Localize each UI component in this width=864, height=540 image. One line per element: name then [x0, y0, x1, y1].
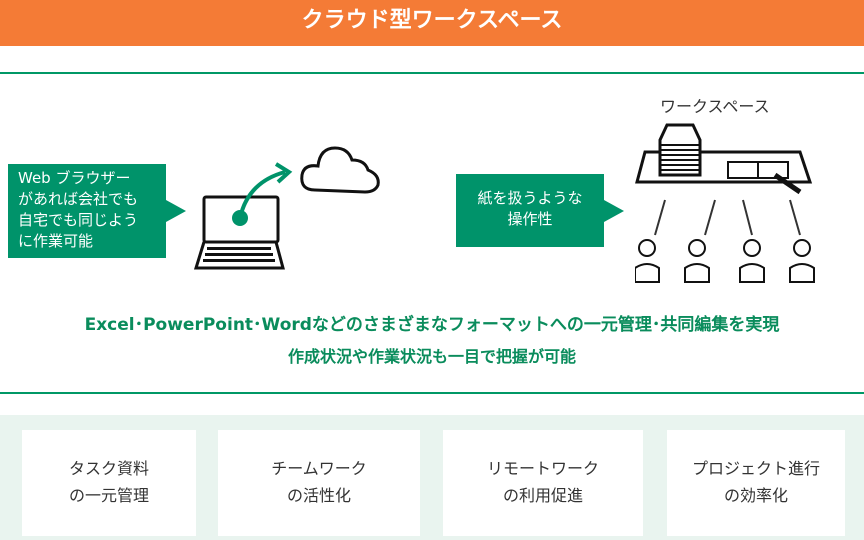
callout-line: 紙を扱うような — [477, 189, 583, 207]
divider — [0, 392, 864, 394]
pen-icon — [773, 172, 802, 195]
benefit-line: タスク資料 — [68, 459, 149, 478]
keyboard-icon — [203, 247, 275, 262]
desk-icon — [635, 150, 813, 184]
divider — [0, 72, 864, 74]
paper-like-callout: 紙を扱うような 操作性 — [456, 174, 624, 247]
benefit-line: の一元管理 — [68, 486, 149, 505]
cloud-icon — [300, 146, 380, 194]
web-browser-callout: Web ブラウザー があれば会社でも 自宅でも同じよう に作業可能 — [8, 164, 186, 258]
callout-line: 自宅でも同じよう — [18, 211, 139, 229]
benefit-line: の活性化 — [286, 486, 351, 505]
notebook-icon — [727, 161, 789, 179]
laptop-icon — [193, 195, 285, 270]
headline-1: Excel･PowerPoint･Wordなどのさまざまなフォーマットへの一元管… — [84, 315, 780, 335]
callout-line: に作業可能 — [18, 232, 94, 250]
benefit-card: リモートワークの利用促進 — [443, 430, 643, 536]
callout-line: 操作性 — [507, 210, 553, 228]
workspace-label: ワークスペース — [660, 97, 770, 116]
arrow-icons — [654, 199, 801, 236]
benefit-line: リモートワーク — [486, 459, 599, 478]
benefit-line: チームワーク — [271, 459, 367, 478]
laptop-cloud-illustration — [193, 146, 380, 270]
callout-line: があれば会社でも — [18, 190, 139, 208]
workspace-illustration — [635, 123, 815, 283]
arrow-icon — [238, 170, 286, 219]
benefit-card: タスク資料の一元管理 — [22, 430, 196, 536]
callout-line: Web ブラウザー — [18, 169, 131, 187]
document-stack-icon — [658, 123, 702, 177]
benefit-card: チームワークの活性化 — [218, 430, 420, 536]
benefit-card: プロジェクト進行の効率化 — [667, 430, 845, 536]
benefit-line: の利用促進 — [502, 486, 583, 505]
person-icons — [635, 239, 815, 283]
benefit-line: の効率化 — [723, 486, 788, 505]
page-title: クラウド型ワークスペース — [0, 0, 864, 46]
headline-2: 作成状況や作業状況も一目で把握が可能 — [287, 347, 576, 366]
benefit-line: プロジェクト進行 — [691, 459, 820, 478]
